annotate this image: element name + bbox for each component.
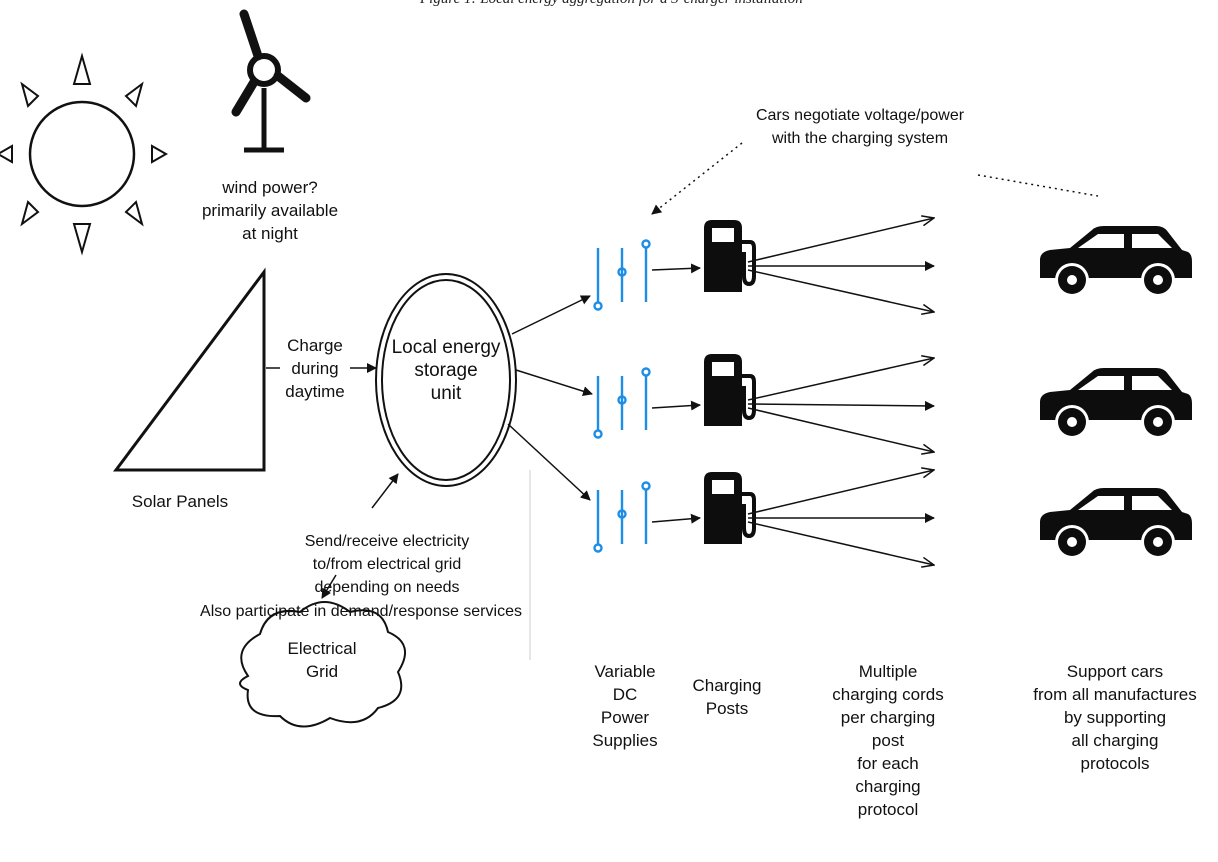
figure-caption: Figure 1: Local energy aggregation for a… <box>420 0 1020 8</box>
demand-response-label: Also participate in demand/response serv… <box>200 603 522 620</box>
fuel-pump-icon <box>702 352 756 428</box>
supply-to-post-1 <box>651 263 701 274</box>
solar-panel-icon <box>113 267 266 472</box>
supply-to-post-2 <box>651 400 701 411</box>
power-supplies-label: Variable DC Power Supplies <box>592 662 658 750</box>
sun-icon <box>0 52 169 256</box>
storage-to-supply-3 <box>507 423 591 501</box>
electrical-grid-label: Electrical Grid <box>287 639 357 681</box>
support-cars-label: Support cars from all manufactures by su… <box>1033 662 1197 773</box>
storage-to-supply-2 <box>515 369 593 397</box>
fuel-pump-icon <box>702 470 756 546</box>
wind-turbine-icon <box>231 9 311 153</box>
car-icon <box>1040 488 1192 559</box>
charging-posts-label: Charging Posts <box>692 676 762 718</box>
car-icon <box>1040 368 1192 439</box>
storage-unit-icon <box>375 273 517 487</box>
solar-panels-label: Solar Panels <box>131 492 229 511</box>
grid-arrow <box>321 574 337 599</box>
wind-power-label: wind power? primarily available at night <box>201 178 339 243</box>
charge-during-daytime-label: Charge during daytime <box>285 336 345 401</box>
power-supply-icon <box>593 367 651 439</box>
send-receive-arrow <box>371 473 399 509</box>
power-supply-icon <box>593 481 651 553</box>
negotiate-dotted-left <box>651 142 743 215</box>
send-receive-label: Send/receive electricity to/from electri… <box>304 533 470 596</box>
storage-unit-label: Local energy storage unit <box>391 337 501 404</box>
fuel-pump-icon <box>702 218 756 294</box>
supply-to-post-3 <box>651 513 701 524</box>
negotiate-label: Cars negotiate voltage/power with the ch… <box>755 107 965 147</box>
multiple-cords-label: Multiple charging cords per charging pos… <box>832 662 944 819</box>
cloud-icon <box>239 601 407 728</box>
charging-cords <box>747 218 934 565</box>
car-icon <box>1040 226 1192 297</box>
power-supply-icon <box>593 239 651 311</box>
storage-to-supply-1 <box>511 295 591 335</box>
negotiate-dotted-right <box>977 174 1099 197</box>
